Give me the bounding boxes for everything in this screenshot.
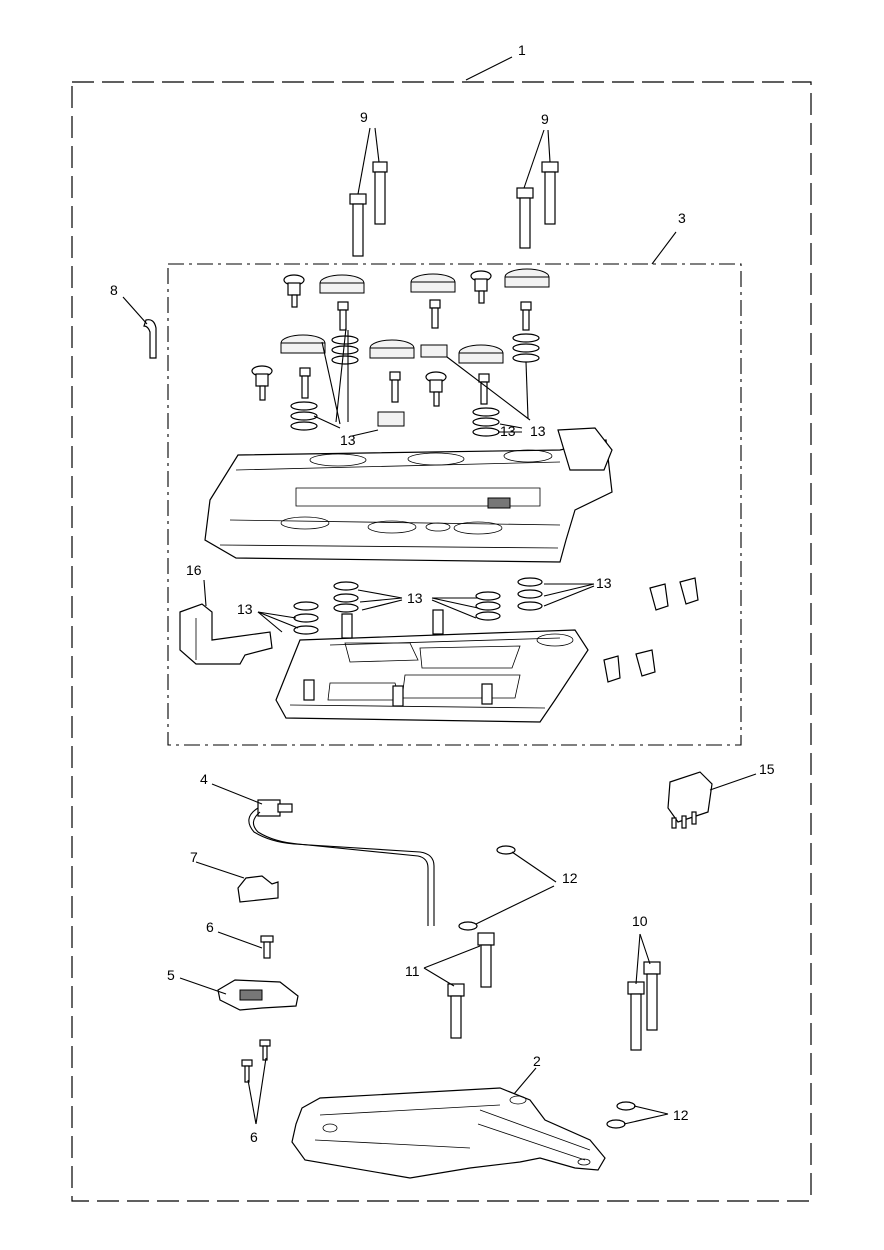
callout-5: 5	[167, 967, 175, 983]
callout-2: 2	[533, 1053, 541, 1069]
callout-13-a: 13	[340, 432, 356, 448]
callout-13-e: 13	[596, 575, 612, 591]
callout-6-lower: 6	[250, 1129, 258, 1145]
clip-8	[143, 319, 157, 359]
callout-11: 11	[405, 963, 420, 979]
callout-15: 15	[759, 761, 775, 777]
clip-7	[237, 875, 279, 903]
screws-6-lower	[241, 1039, 271, 1083]
callout-4: 4	[200, 771, 208, 787]
callout-12-upper: 12	[562, 870, 578, 886]
callout-9-right: 9	[541, 111, 549, 127]
plugs	[251, 270, 492, 407]
washers-12	[458, 845, 636, 1129]
subassembly-outline-frame	[167, 263, 742, 746]
callout-7: 7	[190, 849, 198, 865]
rubber-caps	[280, 268, 550, 364]
bolts-11	[447, 932, 495, 1039]
bolt-9-left-pair	[349, 161, 388, 257]
clips-small	[603, 577, 699, 683]
leader-lines	[122, 56, 757, 1125]
callout-13-f: 13	[500, 423, 516, 439]
screw-6-upper	[260, 935, 274, 959]
callout-1: 1	[518, 42, 526, 58]
bolt-9-right-pair	[516, 161, 559, 249]
lower-base-plate	[275, 609, 589, 723]
callout-13-b: 13	[530, 423, 546, 439]
sensor-bracket-5	[217, 979, 299, 1011]
sensor-4	[248, 799, 435, 926]
bolts-10	[627, 961, 661, 1051]
callout-9-left: 9	[360, 109, 368, 125]
callout-8: 8	[110, 282, 118, 298]
lower-washer-stacks	[293, 577, 543, 635]
callout-16: 16	[186, 562, 202, 578]
short-screws	[299, 299, 532, 405]
callout-12-lower: 12	[673, 1107, 689, 1123]
kit-outline-frame	[71, 81, 812, 1202]
mounting-bracket-2	[291, 1087, 606, 1179]
callout-10: 10	[632, 913, 648, 929]
relay-15	[667, 771, 713, 829]
bracket-16	[179, 603, 273, 665]
washer-stacks	[290, 333, 540, 437]
callout-3: 3	[678, 210, 686, 226]
callout-13-c: 13	[237, 601, 253, 617]
callout-6-upper: 6	[206, 919, 214, 935]
upper-housing	[204, 427, 613, 563]
callout-13-d: 13	[407, 590, 423, 606]
